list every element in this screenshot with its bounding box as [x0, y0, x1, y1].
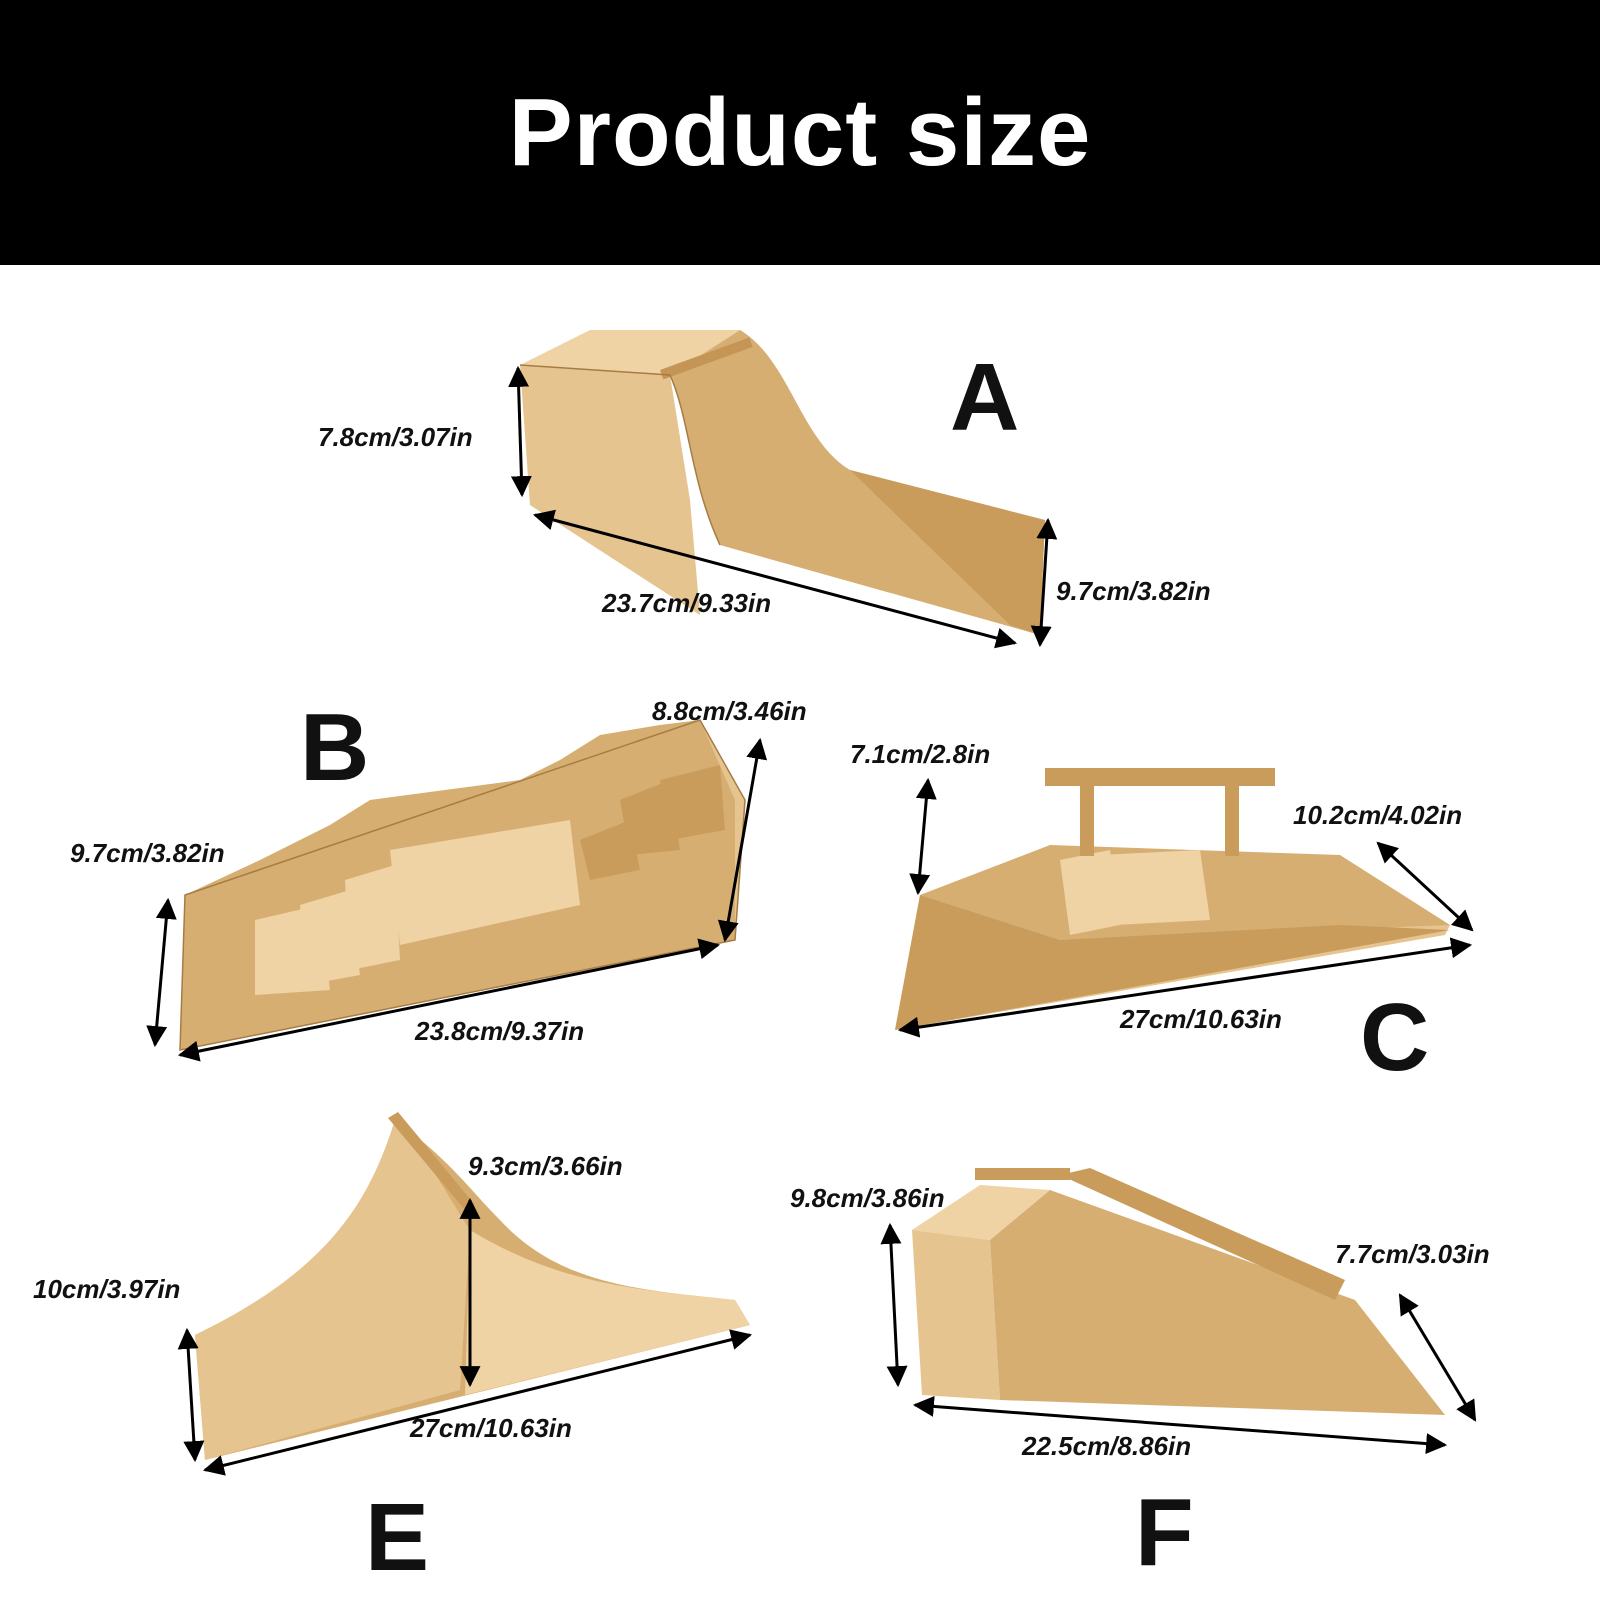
- ramp-e-length-label: 27cm/10.63in: [409, 1413, 572, 1443]
- ramp-e-letter: E: [365, 1484, 429, 1591]
- ramp-a-width-arrow: [1030, 517, 1058, 648]
- ramp-f-length-label: 22.5cm/8.86in: [1021, 1431, 1191, 1461]
- ramp-b-width-arrow: [146, 897, 177, 1048]
- ramp-a-length-label: 23.7cm/9.33in: [601, 588, 771, 618]
- ramp-e-height-label: 9.3cm/3.66in: [468, 1151, 623, 1181]
- ramp-c-width-arrow: [1376, 841, 1474, 932]
- ramp-c-width-label: 10.2cm/4.02in: [1293, 800, 1462, 830]
- ramp-a-height-arrow: [508, 365, 532, 498]
- ramp-b: B 8.8cm/3.46in 9.7cm/3.82in 23.8cm/9.37i…: [70, 694, 807, 1062]
- ramp-c-length-label: 27cm/10.63in: [1119, 1004, 1282, 1034]
- ramp-a-length-arrow: [532, 509, 1018, 649]
- page-title: Product size: [508, 78, 1092, 186]
- ramp-f-height-label: 9.8cm/3.86in: [790, 1183, 945, 1213]
- title-banner: Product size: [0, 0, 1600, 265]
- ramp-a-width-label: 9.7cm/3.82in: [1056, 576, 1211, 606]
- ramp-e-width-label: 10cm/3.97in: [33, 1274, 180, 1304]
- ramp-b-letter: B: [300, 694, 369, 801]
- ramp-c: C 7.1cm/2.8in 10.2cm/4.02in 27cm/10.63in: [850, 739, 1474, 1091]
- ramp-c-height-label: 7.1cm/2.8in: [850, 739, 990, 769]
- ramp-e-length-arrow: [202, 1329, 753, 1476]
- ramp-f-length-arrow: [912, 1395, 1448, 1455]
- ramp-f-height-arrow: [880, 1222, 908, 1388]
- ramp-c-length-arrow: [897, 937, 1473, 1038]
- ramp-f: F 9.8cm/3.86in 7.7cm/3.03in 22.5cm/8.86i…: [790, 1168, 1490, 1586]
- ramp-f-image: [912, 1168, 1445, 1415]
- ramp-b-length-arrow: [177, 938, 721, 1062]
- ramp-f-letter: F: [1135, 1479, 1194, 1586]
- ramp-e: E 9.3cm/3.66in 10cm/3.97in 27cm/10.63in: [33, 1112, 753, 1591]
- ramp-b-image: [179, 719, 746, 1051]
- ramp-a: A 7.8cm/3.07in 23.7cm/9.33in 9.7cm/3.82i…: [318, 330, 1211, 649]
- product-illustration: A 7.8cm/3.07in 23.7cm/9.33in 9.7cm/3.82i…: [33, 330, 1490, 1591]
- ramp-b-length-label: 23.8cm/9.37in: [414, 1016, 584, 1046]
- ramp-c-letter: C: [1360, 984, 1429, 1091]
- ramp-b-width-label: 9.7cm/3.82in: [70, 838, 225, 868]
- ramp-e-width-arrow: [177, 1327, 205, 1463]
- ramp-f-width-label: 7.7cm/3.03in: [1335, 1239, 1490, 1269]
- ramp-c-height-arrow: [909, 777, 937, 896]
- ramp-b-height-label: 8.8cm/3.46in: [652, 696, 807, 726]
- ramp-a-height-label: 7.8cm/3.07in: [318, 422, 473, 452]
- ramp-f-width-arrow: [1398, 1293, 1477, 1422]
- ramp-a-letter: A: [950, 344, 1019, 451]
- ramp-b-height-arrow: [717, 737, 768, 943]
